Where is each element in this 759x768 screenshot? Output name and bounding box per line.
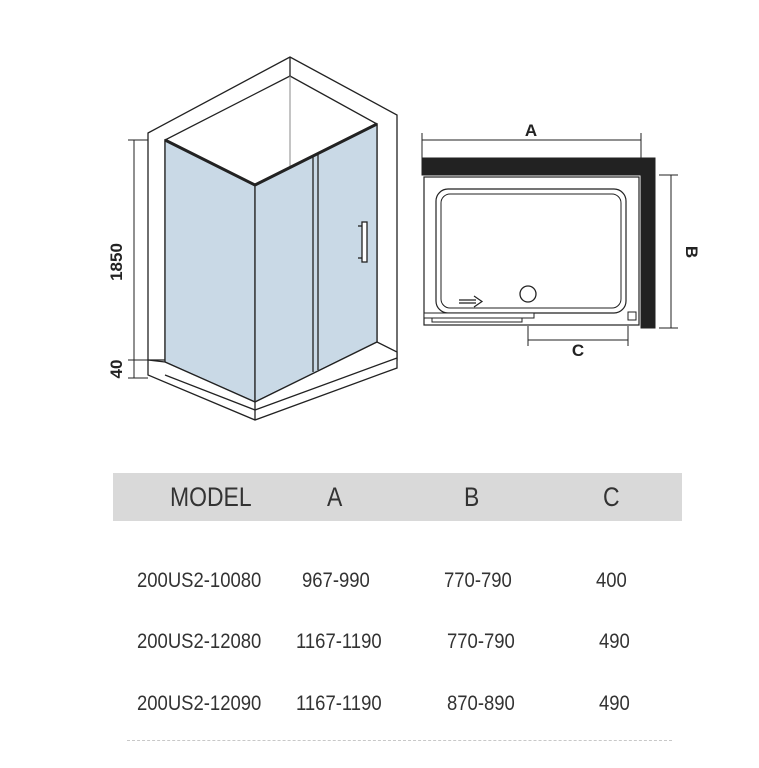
header-model: MODEL <box>170 482 252 512</box>
bottom-divider <box>127 740 672 741</box>
dimension-a-label: A <box>525 121 537 140</box>
cell-model: 200US2-12080 <box>137 630 262 653</box>
cell-c: 490 <box>599 692 630 715</box>
dimension-c-label: C <box>572 341 584 360</box>
dimension-b-label: B <box>682 246 701 258</box>
door-handle <box>361 221 368 263</box>
header-a: A <box>327 482 343 512</box>
cell-b: 770-790 <box>447 630 515 653</box>
table-row: 200US2-10080 967-990 770-790 400 <box>0 566 759 596</box>
table-row: 200US2-12090 1167-1190 870-890 490 <box>0 689 759 719</box>
header-b: B <box>464 482 480 512</box>
shower-enclosure-diagram: 1850 40 A B C <box>107 56 701 421</box>
cell-a: 1167-1190 <box>296 692 382 715</box>
cell-c: 400 <box>596 569 627 592</box>
cell-c: 490 <box>599 630 630 653</box>
table-header: MODEL A B C <box>113 473 682 521</box>
slide-direction-arrow-icon <box>459 295 484 308</box>
back-wall <box>421 157 656 176</box>
table-row: 200US2-12080 1167-1190 770-790 490 <box>0 627 759 657</box>
cell-b: 870-890 <box>447 692 515 715</box>
cell-a: 967-990 <box>302 569 370 592</box>
enclosure-3d-view <box>147 56 398 421</box>
cell-a: 1167-1190 <box>296 630 382 653</box>
drain-icon <box>519 285 537 303</box>
cell-model: 200US2-10080 <box>137 569 262 592</box>
tray-outline <box>423 176 640 326</box>
height-label: 1850 <box>107 243 126 281</box>
cell-model: 200US2-12090 <box>137 692 262 715</box>
cell-b: 770-790 <box>444 569 512 592</box>
side-wall <box>640 157 656 329</box>
shower-tray <box>147 341 398 421</box>
header-c: C <box>603 482 620 512</box>
tray-height-label: 40 <box>107 360 126 379</box>
plan-view <box>421 133 678 346</box>
height-dimension <box>128 139 148 379</box>
